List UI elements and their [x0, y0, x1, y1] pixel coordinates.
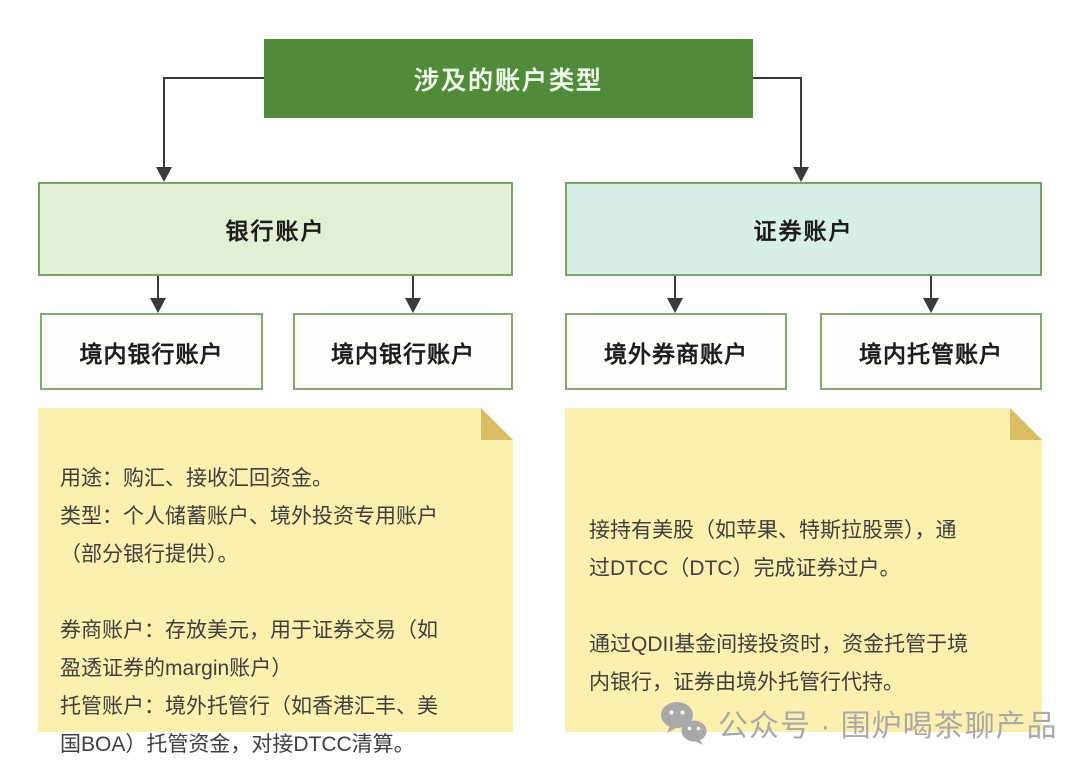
- branch-node-bank-label: 银行账户: [225, 219, 326, 244]
- arrowhead-securities-leaf1: [667, 298, 683, 313]
- connector-securities-leaf2: [930, 276, 932, 299]
- arrowhead-bank-leaf1: [150, 298, 166, 313]
- branch-node-securities-label: 证券账户: [753, 219, 854, 244]
- arrowhead-root-bank: [156, 167, 172, 182]
- root-node-label: 涉及的账户类型: [413, 67, 603, 95]
- connector-root-securities-horizontal: [753, 77, 801, 79]
- watermark-text: 公众号 · 围炉喝茶聊产品: [718, 710, 1058, 743]
- connector-root-bank-vertical: [163, 77, 165, 167]
- note-bank-account-details: 用途：购汇、接收汇回资金。 类型：个人储蓄账户、境外投资专用账户 （部分银行提供…: [38, 408, 513, 756]
- note-securities-text: 接持有美股（如苹果、特斯拉股票），通 过DTCC（DTC）完成证券过户。 通过Q…: [589, 519, 969, 694]
- branch-node-securities-account: 证券账户: [565, 182, 1042, 276]
- wechat-icon: [661, 702, 707, 745]
- leaf-node-label: 境内银行账户: [79, 341, 224, 367]
- leaf-node-domestic-bank-account-1: 境内银行账户: [40, 313, 263, 390]
- note-securities-account-details: 接持有美股（如苹果、特斯拉股票），通 过DTCC（DTC）完成证券过户。 通过Q…: [565, 408, 1042, 732]
- connector-bank-leaf1: [157, 276, 159, 299]
- root-node-account-types: 涉及的账户类型: [264, 39, 753, 118]
- arrowhead-root-securities: [793, 167, 809, 182]
- leaf-node-domestic-custody-account: 境内托管账户: [820, 313, 1042, 390]
- leaf-node-label: 境外券商账户: [604, 341, 748, 367]
- branch-node-bank-account: 银行账户: [38, 182, 513, 276]
- leaf-node-domestic-bank-account-2: 境内银行账户: [293, 313, 513, 390]
- note-bank-text: 用途：购汇、接收汇回资金。 类型：个人储蓄账户、境外投资专用账户 （部分银行提供…: [60, 467, 438, 756]
- arrowhead-securities-leaf2: [923, 298, 939, 313]
- watermark: 公众号 · 围炉喝茶聊产品: [660, 700, 1058, 746]
- connector-root-bank-horizontal: [164, 77, 264, 79]
- leaf-node-overseas-broker-account: 境外券商账户: [565, 313, 787, 390]
- leaf-node-label: 境内托管账户: [859, 341, 1003, 367]
- arrowhead-bank-leaf2: [405, 298, 421, 313]
- connector-bank-leaf2: [412, 276, 414, 299]
- leaf-node-label: 境内银行账户: [331, 341, 475, 367]
- connector-root-securities-vertical: [800, 77, 802, 167]
- connector-securities-leaf1: [674, 276, 676, 299]
